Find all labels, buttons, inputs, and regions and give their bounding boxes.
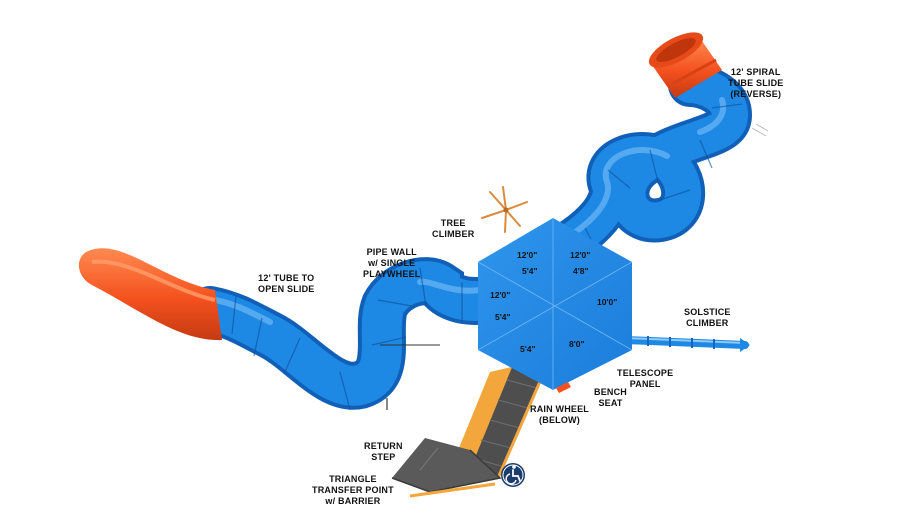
tube-to-open-slide <box>78 248 514 411</box>
open-slide <box>78 248 222 341</box>
deck-height-label: 5'4" <box>495 312 511 322</box>
deck-height-label: 12'0" <box>517 250 537 260</box>
deck-height-label: 10'0" <box>597 297 617 307</box>
wheelchair-accessible-icon <box>501 463 525 487</box>
deck-height-label: 12'0" <box>490 290 510 300</box>
callout-solstice-climber: SOLSTICE CLIMBER <box>684 307 731 328</box>
callout-pipe-wall: PIPE WALL w/ SINGLE PLAYWHEEL <box>363 247 421 279</box>
callout-spiral-slide: 12' SPIRAL TUBE SLIDE (REVERSE) <box>728 67 784 99</box>
callout-tube-open-slide: 12' TUBE TO OPEN SLIDE <box>258 273 315 294</box>
bench-seat <box>556 382 571 393</box>
deck-height-label: 5'4" <box>520 344 536 354</box>
deck-height-label: 12'0" <box>570 250 590 260</box>
callout-bench-seat: BENCH SEAT <box>594 387 628 408</box>
deck-height-label: 8'0" <box>569 339 585 349</box>
transfer-point <box>391 438 502 498</box>
spiral-slide-exit <box>648 32 722 98</box>
callout-telescope-panel: TELESCOPE PANEL <box>617 368 674 389</box>
solstice-climber <box>621 336 750 352</box>
deck-height-label: 4'8" <box>573 266 589 276</box>
callout-tree-climber: TREE CLIMBER <box>432 218 475 239</box>
hex-deck: 12'0" 5'4" 12'0" 4'8" 12'0" 5'4" 10'0" 5… <box>477 218 633 390</box>
deck-height-label: 5'4" <box>522 266 538 276</box>
callout-rain-wheel: RAIN WHEEL (BELOW) <box>530 404 589 425</box>
spiral-tube-slide <box>518 32 769 280</box>
callout-return-step: RETURN STEP <box>364 441 403 462</box>
tree-climber <box>481 186 528 233</box>
callout-transfer-point: TRIANGLE TRANSFER POINT w/ BARRIER <box>312 474 394 506</box>
